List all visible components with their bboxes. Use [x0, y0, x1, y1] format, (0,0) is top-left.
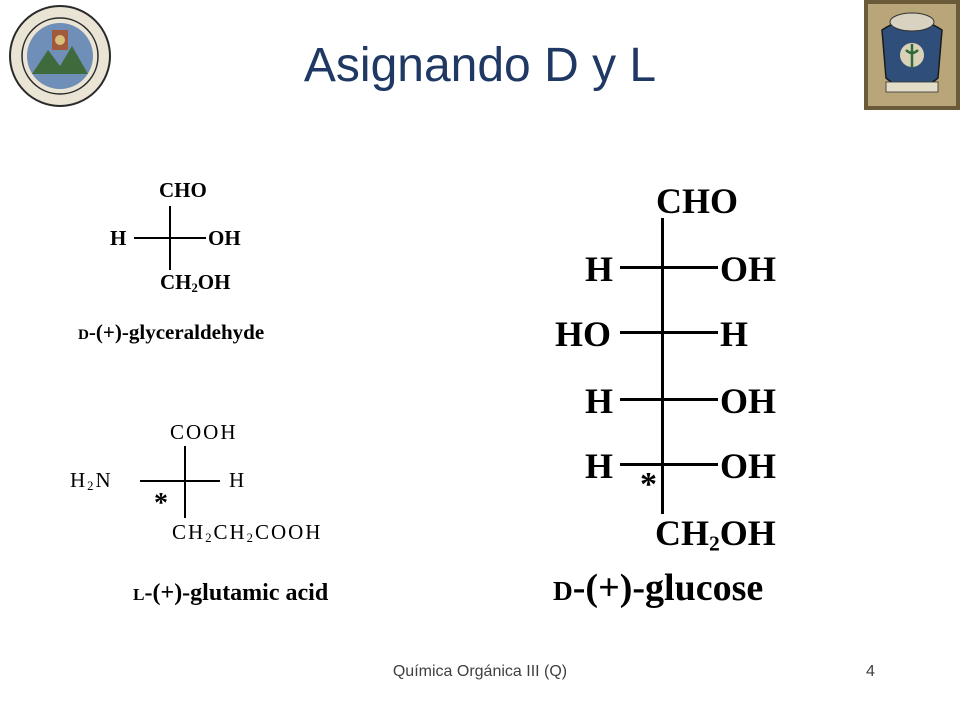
glyceraldehyde-bottom-group: CH2OH — [160, 270, 231, 296]
glucose-vertical-bond — [661, 218, 664, 514]
glutamic-caption: L-(+)-glutamic acid — [133, 580, 329, 606]
faculty-crest-icon — [864, 0, 960, 110]
glutamic-vertical-bond — [184, 446, 186, 518]
glucose-row-4-right: OH — [720, 446, 777, 486]
glucose-horizontal-bond-3 — [620, 398, 718, 401]
glutamic-right-group: H — [229, 468, 245, 492]
glucose-row-4-left: H — [585, 446, 614, 486]
glutamic-stereocenter-star: * — [154, 488, 168, 519]
glucose-caption: D-(+)-glucose — [553, 567, 764, 609]
university-seal-icon — [9, 5, 111, 107]
glucose-horizontal-bond-2 — [620, 331, 718, 334]
glucose-top-group: CHO — [656, 181, 739, 221]
glutamic-bottom-group: CH2CH2COOH — [172, 520, 323, 546]
glyceraldehyde-caption: D-(+)-glyceraldehyde — [78, 320, 265, 344]
glucose-bottom-group: CH2OH — [655, 513, 776, 556]
glucose-horizontal-bond-4 — [620, 463, 718, 466]
glucose-row-2-left: HO — [555, 314, 612, 354]
glutamic-horizontal-bond — [140, 480, 220, 482]
glucose-row-1-right: OH — [720, 249, 777, 289]
glucose-stereocenter-star: * — [640, 466, 657, 503]
glucose-row-1-left: H — [585, 249, 614, 289]
glyceraldehyde-horizontal-bond — [134, 237, 206, 239]
glutamic-left-group: H2N — [70, 468, 113, 494]
glutamic-top-group: COOH — [170, 420, 238, 444]
glucose-row-3-right: OH — [720, 381, 777, 421]
glucose-row-3-left: H — [585, 381, 614, 421]
glyceraldehyde-right-group: OH — [208, 226, 241, 250]
glucose-row-2-right: H — [720, 314, 749, 354]
glyceraldehyde-top-group: CHO — [159, 178, 207, 202]
glyceraldehyde-left-group: H — [110, 226, 127, 250]
slide-title: Asignando D y L — [303, 39, 657, 92]
slide-footer: Química Orgánica III (Q) — [392, 663, 568, 680]
glucose-horizontal-bond-1 — [620, 266, 718, 269]
slide-page-number: 4 — [866, 663, 875, 680]
